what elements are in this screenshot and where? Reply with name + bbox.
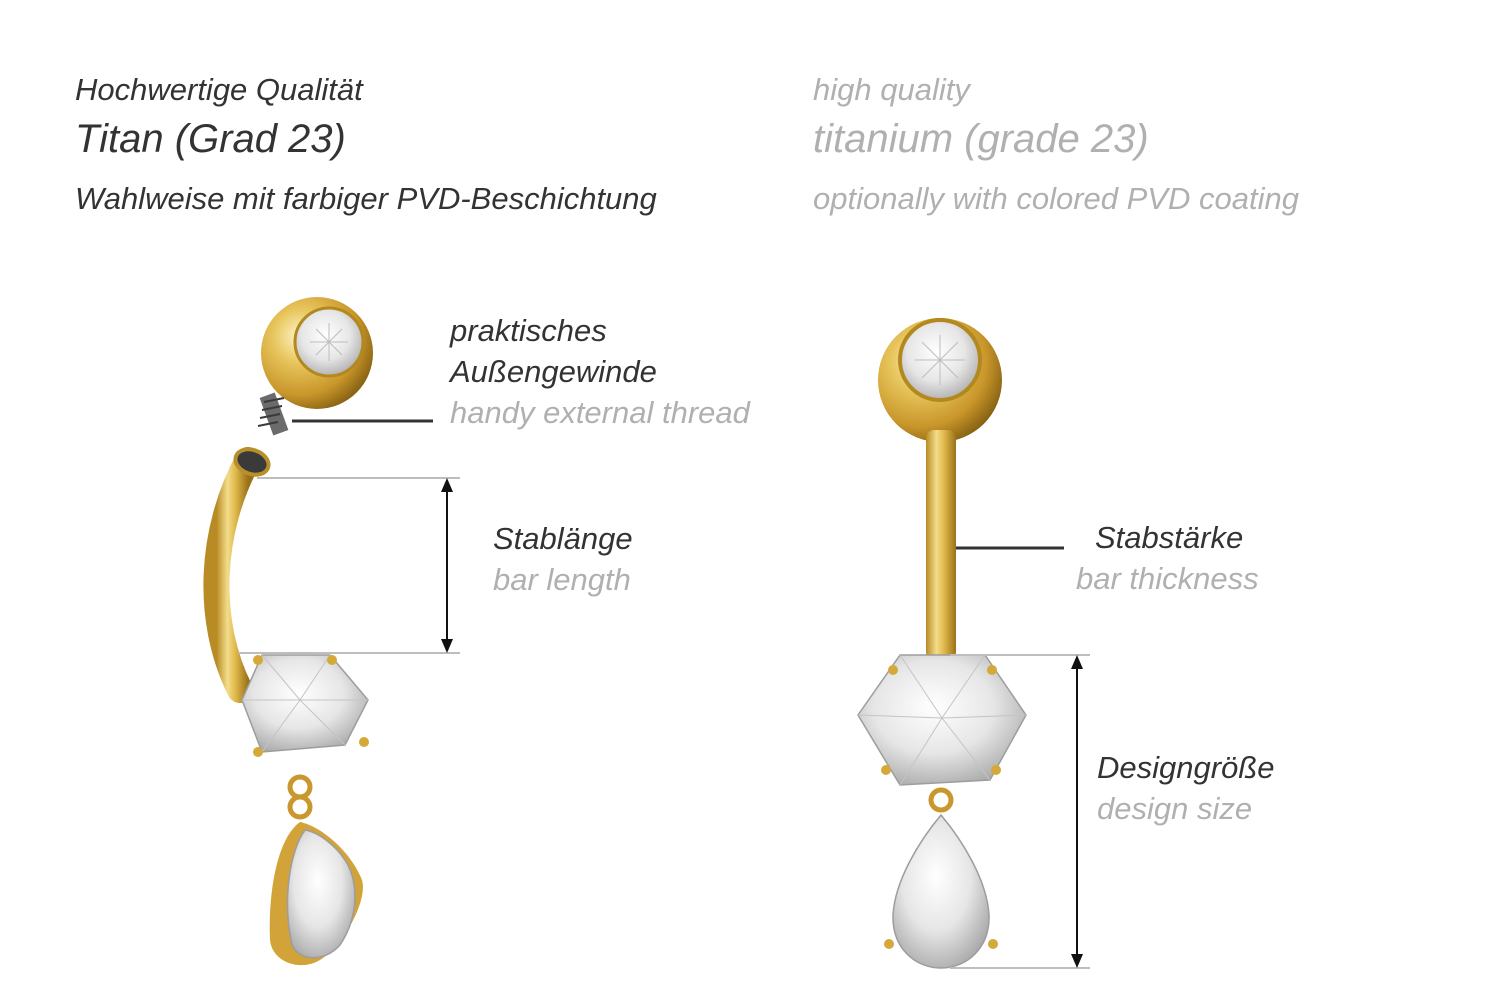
right-pear-gem xyxy=(892,813,990,969)
heading-coating-de: Wahlweise mit farbiger PVD-Beschichtung xyxy=(75,181,657,216)
design-size-label-de: Designgröße xyxy=(1097,750,1275,785)
left-jewelry xyxy=(203,297,373,966)
heading-material-en: titanium (grade 23) xyxy=(813,117,1149,161)
design-size-label-en: design size xyxy=(1097,791,1253,826)
thread-label-de-1: praktisches xyxy=(450,313,607,348)
heading-quality-en: high quality xyxy=(813,72,970,107)
left-main-gem xyxy=(241,654,369,753)
right-jewelry xyxy=(857,318,1027,969)
bar-thickness-label-en: bar thickness xyxy=(1076,561,1259,596)
bar-length-label-en: bar length xyxy=(493,562,631,597)
left-thread xyxy=(257,392,289,436)
heading-material-de: Titan (Grad 23) xyxy=(75,117,346,161)
right-straight-bar xyxy=(926,430,956,660)
right-main-gem xyxy=(857,654,1027,786)
heading-quality-de: Hochwertige Qualität xyxy=(75,72,363,107)
bar-length-label-de: Stablänge xyxy=(493,521,633,556)
bar-thickness-label-de: Stabstärke xyxy=(1095,520,1244,555)
thread-label-en: handy external thread xyxy=(450,395,750,430)
left-pear-gem xyxy=(286,829,356,959)
left-curved-bar xyxy=(203,447,261,703)
heading-coating-en: optionally with colored PVD coating xyxy=(813,181,1299,216)
thread-label-de-2: Außengewinde xyxy=(450,354,657,389)
measurement-lines xyxy=(238,419,1090,969)
